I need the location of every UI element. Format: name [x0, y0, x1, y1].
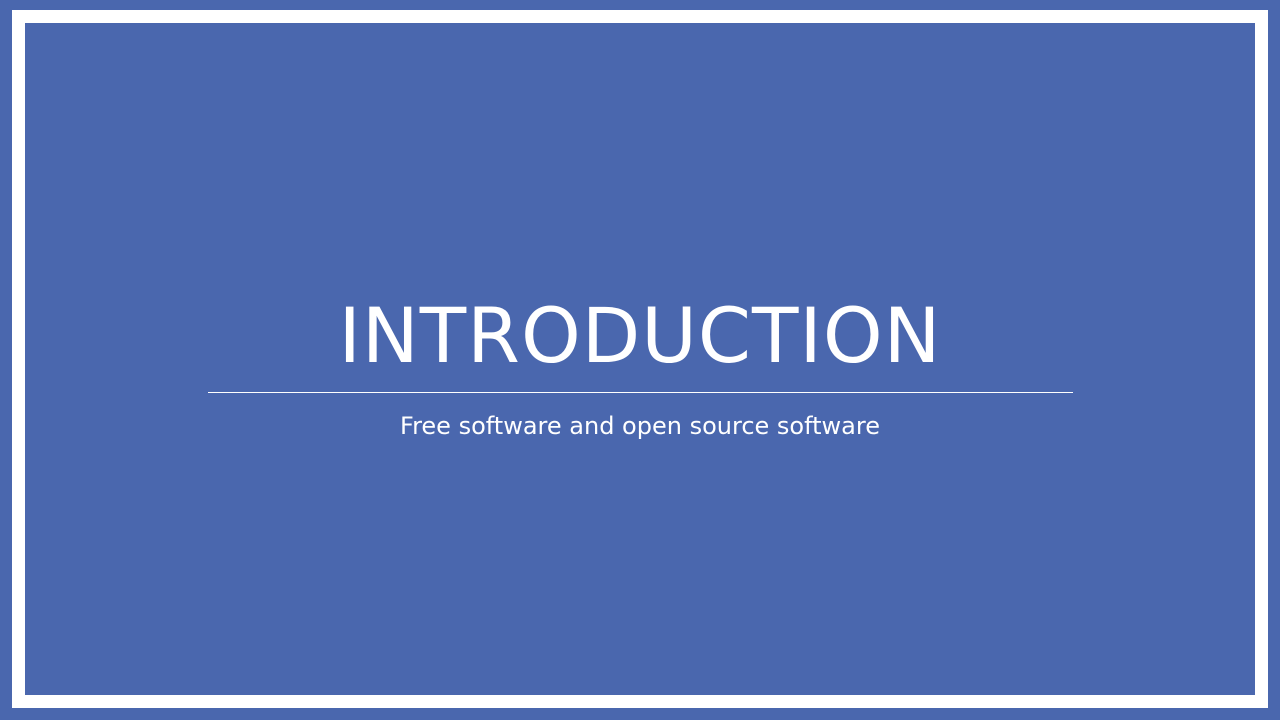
slide-subtitle: Free software and open source software: [400, 412, 880, 440]
slide-title: INTRODUCTION: [338, 291, 942, 380]
slide-border-frame: [12, 10, 1268, 708]
title-divider-line: [208, 392, 1073, 393]
